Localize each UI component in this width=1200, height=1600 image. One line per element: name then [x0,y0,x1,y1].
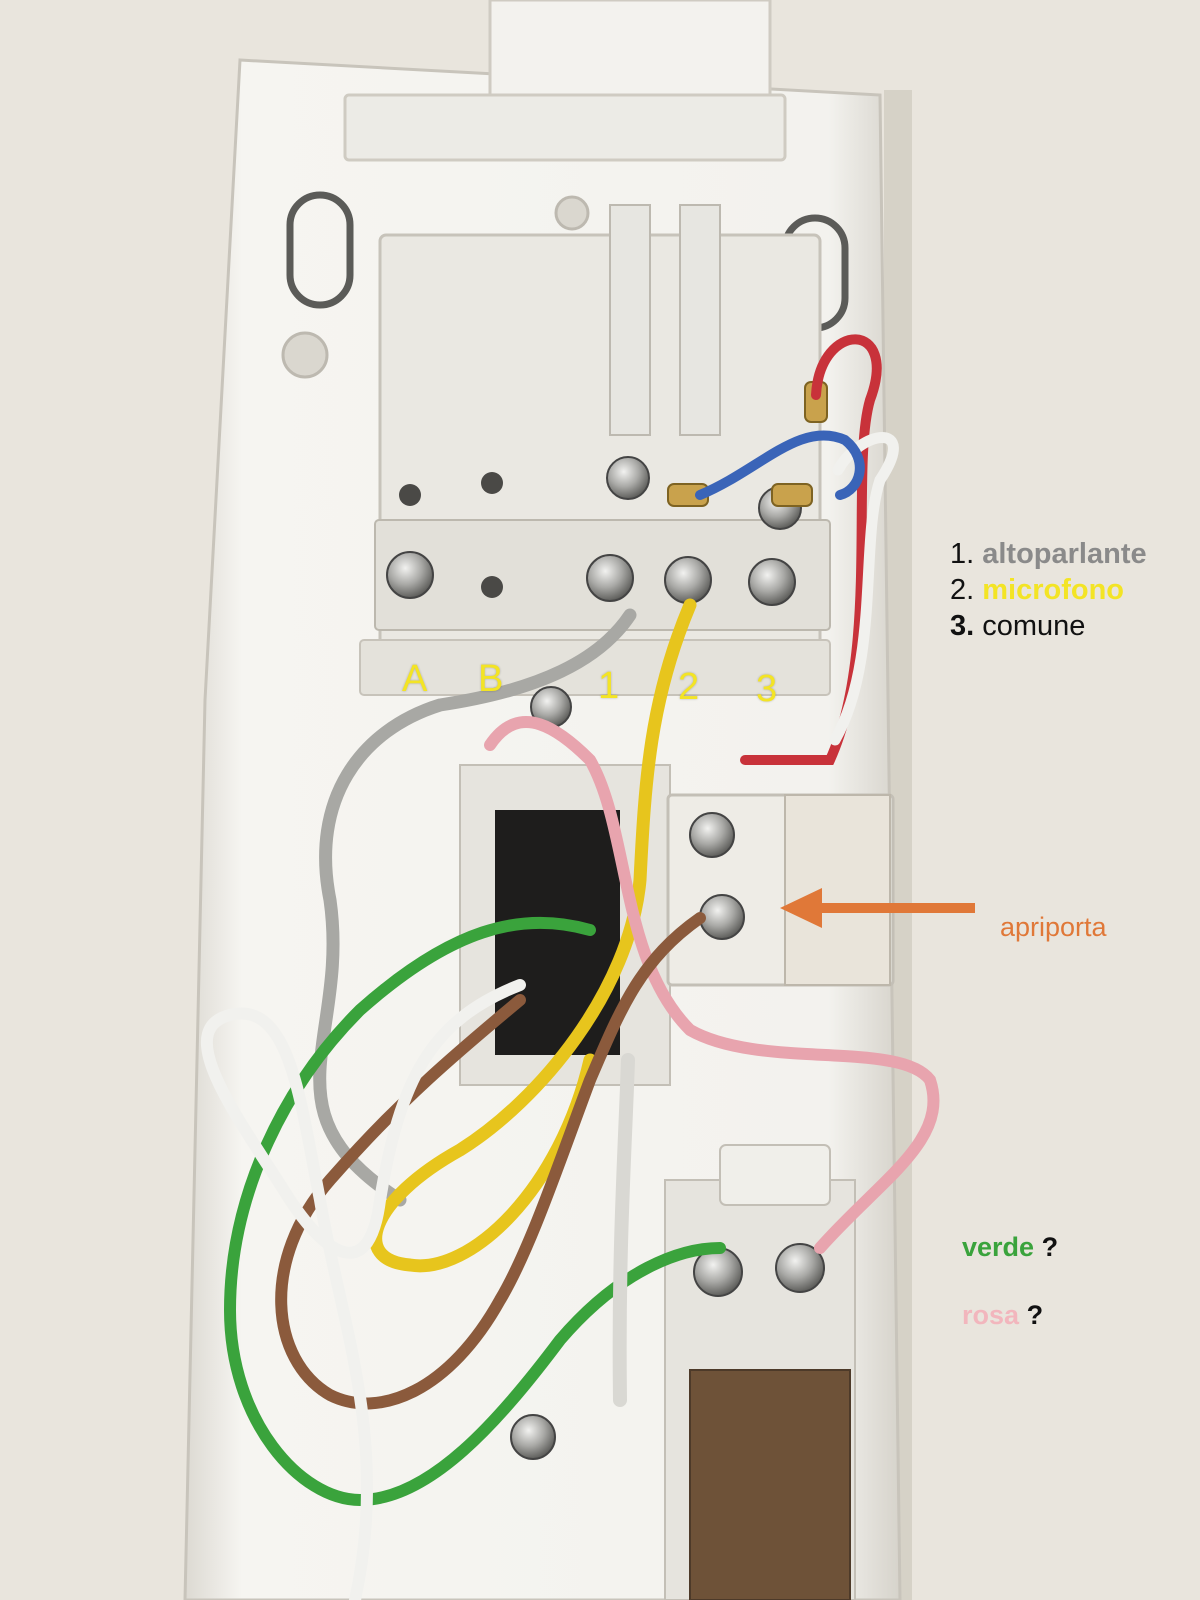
terminal-label-2: 2 [678,666,700,708]
terminal-label-A: A [402,658,428,700]
terminal-label-strip [359,639,831,696]
contact-spring [609,204,651,436]
relay-screw [699,894,745,940]
lower-screw [775,1243,825,1293]
legend-label: comune [982,610,1086,642]
screw-1 [586,554,634,602]
hole [481,576,503,598]
housing-screw [510,1414,556,1460]
legend-number: 3. [950,610,975,642]
gray-wire [612,1053,635,1407]
center-opening [495,810,620,1055]
question-word: rosa [962,1300,1020,1330]
white-wire-top [829,432,899,746]
top-clip-tab [343,93,787,162]
apriporta-label: apriporta [1000,912,1107,942]
question-mark: ? [1026,1300,1044,1330]
brown-wire [275,912,706,1410]
legend-item-altoparlante: 1. altoparlante [950,538,1147,574]
contact-spring [679,204,721,436]
screw-upper [606,456,650,500]
mounting-hole [281,331,329,379]
blue-wire [695,430,865,500]
wires [200,334,940,1600]
pink-wire [484,716,940,1254]
gray-wire-top [313,608,637,1207]
question-word: verde [962,1232,1035,1262]
buzzer-body [689,1369,851,1600]
screw-A [386,551,434,599]
legend-label: microfono [982,574,1125,606]
mounting-hole [554,195,590,231]
hole [399,484,421,506]
wire-connector [771,483,813,507]
hole [481,472,503,494]
legend-number: 1. [950,538,975,570]
yellow-wire [369,598,697,1273]
question-rosa: rosa ? [962,1300,1043,1331]
legend-item-comune: 3. comune [950,610,1147,646]
screw-2 [664,556,712,604]
terminal-label-3: 3 [756,668,778,710]
legend-label: altoparlante [982,538,1147,570]
terminal-label-1: 1 [598,665,620,707]
question-verde: verde ? [962,1232,1058,1263]
mounting-slot-left [286,191,354,309]
white-wire [200,979,526,1600]
relay-cover [784,794,891,986]
terminal-label-B: B [478,658,504,700]
clip-block [719,1144,831,1206]
question-mark: ? [1041,1232,1059,1262]
screw-3 [748,558,796,606]
green-wire [223,916,726,1507]
relay-screw [689,812,735,858]
apriporta-arrow [780,888,975,928]
legend-item-microfono: 2. microfono [950,574,1147,610]
terminal-legend: 1. altoparlante 2. microfono 3. comune [950,538,1147,646]
legend-number: 2. [950,574,975,606]
